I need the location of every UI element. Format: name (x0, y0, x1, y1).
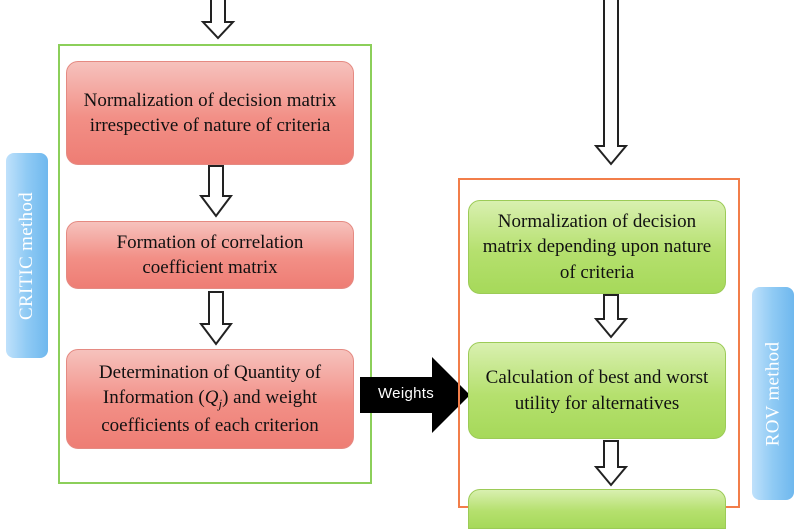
critic-step-3-text: Determination of Quantity of Information… (98, 362, 322, 436)
weights-arrow (360, 357, 470, 433)
rov-step-2-text: Calculation of best and worst utility fo… (485, 367, 709, 414)
critic-arrow-2 (199, 291, 233, 346)
critic-side-tab: CRITIC method (6, 153, 48, 358)
rov-side-tab: ROV method (752, 287, 794, 500)
weights-label: Weights (378, 385, 435, 402)
critic-step-correlation: Formation of correlation coefficient mat… (66, 221, 354, 289)
critic-panel (58, 44, 372, 484)
top-left-entry-arrow (200, 0, 236, 40)
rov-step-normalization: Normalization of decision matrix dependi… (468, 200, 726, 294)
rov-side-label: ROV method (762, 341, 784, 446)
top-right-entry-arrow (593, 0, 629, 166)
critic-step-1-text: Normalization of decision matrix irrespe… (83, 89, 337, 136)
critic-side-label: CRITIC method (16, 191, 38, 320)
critic-step-quantity-information: Determination of Quantity of Information… (66, 349, 354, 449)
rov-arrow-1 (593, 294, 629, 339)
rov-step-1-text: Normalization of decision matrix dependi… (482, 211, 712, 283)
rov-arrow-2 (593, 440, 629, 487)
critic-step-2-text: Formation of correlation coefficient mat… (116, 231, 304, 278)
rov-step-next (468, 489, 726, 529)
critic-arrow-1 (199, 165, 233, 218)
rov-step-best-worst-utility: Calculation of best and worst utility fo… (468, 342, 726, 439)
critic-step-normalization: Normalization of decision matrix irrespe… (66, 61, 354, 165)
